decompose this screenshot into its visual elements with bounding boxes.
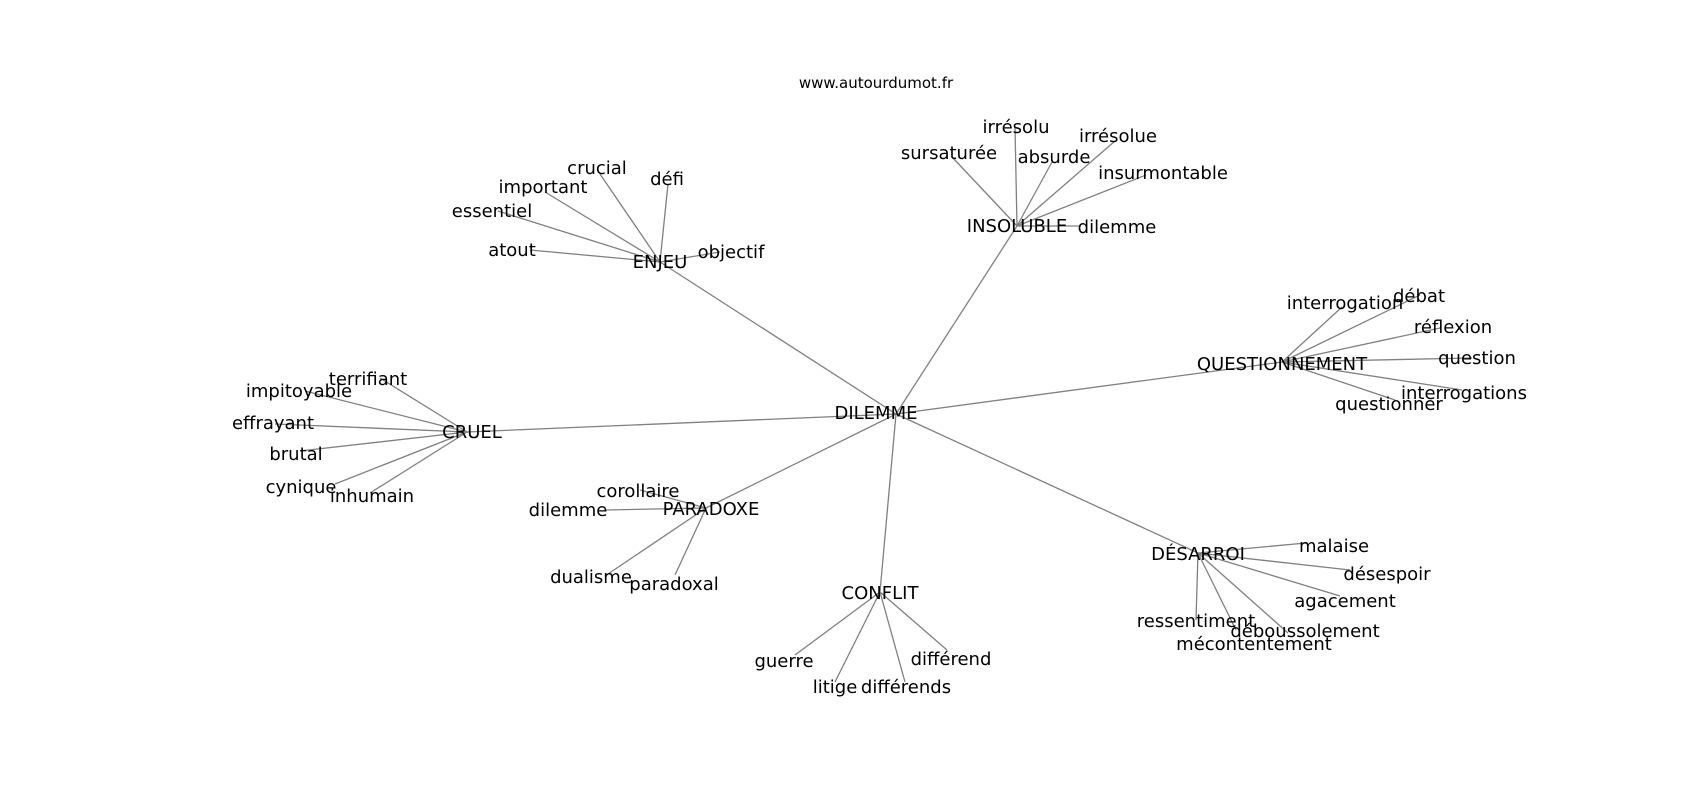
edge-insoluble-absurde <box>1016 161 1053 227</box>
edge-conflit-differends <box>879 591 906 683</box>
source-credit: www.autourdumot.fr <box>799 74 954 92</box>
graph-edges <box>274 126 1473 683</box>
leaf-node-dilemme: dilemme <box>1078 217 1157 238</box>
leaf-node-paradoxal: paradoxal <box>629 574 718 595</box>
edge-cruel-effrayant <box>274 423 468 433</box>
edge-root-enjeu <box>659 261 897 415</box>
edge-questionnement-interrogation <box>1281 306 1343 363</box>
edge-cruel-terrifiant <box>379 377 468 433</box>
hub-node-conflit: CONFLIT <box>842 583 920 604</box>
leaf-node-atout: atout <box>488 240 536 261</box>
leaf-node-guerre: guerre <box>754 651 813 672</box>
leaf-node-terrifiant: terrifiant <box>329 369 407 390</box>
graph-labels: crucial défi important essentiel atout object… <box>232 117 1527 698</box>
hub-node-questionnement: QUESTIONNEMENT <box>1197 354 1368 375</box>
edge-conflit-litige <box>834 591 881 683</box>
hub-node-cruel: CRUEL <box>442 422 502 443</box>
edge-paradoxe-paradoxal <box>674 507 707 576</box>
edge-enjeu-objectif <box>659 251 721 263</box>
edge-root-cruel <box>466 413 897 433</box>
edge-paradoxe-dualisme <box>604 507 707 577</box>
leaf-node-agacement: agacement <box>1294 591 1396 612</box>
edge-desarroi-malaise <box>1197 542 1307 554</box>
edge-enjeu-crucial <box>599 173 661 263</box>
leaf-node-questionner: questionner <box>1335 394 1443 415</box>
hub-node-desarroi: DÉSARROI <box>1151 543 1245 565</box>
leaf-node-desespoir: désespoir <box>1343 564 1431 585</box>
leaf-node-cynique: cynique <box>266 477 337 498</box>
leaf-node-deboussolement: déboussolement <box>1230 621 1379 642</box>
edge-conflit-guerre <box>794 591 881 656</box>
root-node-dilemme: DILEMME <box>834 403 917 424</box>
edge-questionnement-questionner <box>1281 361 1396 401</box>
edge-enjeu-important <box>544 191 661 263</box>
leaf-node-irresolu: irrésolu <box>983 117 1050 138</box>
edge-enjeu-essentiel <box>497 210 661 263</box>
leaf-node-debat: débat <box>1393 286 1445 307</box>
leaf-node-defi: défi <box>650 169 684 190</box>
leaf-node-malaise: malaise <box>1299 536 1369 557</box>
edge-root-insoluble <box>895 225 1018 415</box>
leaf-node-reflexion: réflexion <box>1414 317 1492 338</box>
hub-node-insoluble: INSOLUBLE <box>967 216 1067 237</box>
leaf-node-dualisme: dualisme <box>550 567 632 588</box>
leaf-node-irresolue: irrésolue <box>1079 126 1157 147</box>
edge-cruel-inhumain <box>369 431 468 494</box>
edge-desarroi-desespoir <box>1197 552 1351 571</box>
edge-questionnement-debat <box>1281 294 1421 363</box>
leaf-node-ressentiment: ressentiment <box>1137 611 1255 632</box>
hub-node-paradoxe: PARADOXE <box>663 499 760 520</box>
hub-node-enjeu: ENJEU <box>633 252 688 273</box>
leaf-node-important: important <box>499 177 588 198</box>
edge-paradoxe-corollaire <box>639 489 707 509</box>
leaf-node-insurmontable: insurmontable <box>1098 163 1228 184</box>
leaf-node-essentiel: essentiel <box>452 201 532 222</box>
edge-enjeu-atout <box>529 249 661 263</box>
edge-insoluble-insurmontable <box>1016 174 1147 227</box>
edge-desarroi-ressentiment <box>1195 552 1199 621</box>
leaf-node-interrogations: interrogations <box>1401 383 1527 404</box>
edge-cruel-brutal <box>299 431 468 452</box>
leaf-node-interrogation: interrogation <box>1287 293 1404 314</box>
leaf-node-dilemme: dilemme <box>529 500 608 521</box>
edge-cruel-cynique <box>334 431 468 485</box>
leaf-node-corollaire: corollaire <box>596 481 679 502</box>
leaf-node-sursaturee: sursaturée <box>901 143 997 164</box>
edge-insoluble-irresolue <box>1016 140 1116 227</box>
edge-conflit-differend <box>879 591 948 651</box>
edge-desarroi-agacement <box>1197 552 1341 597</box>
edge-desarroi-deboussolement <box>1197 552 1289 634</box>
edge-root-paradoxe <box>705 413 897 509</box>
edge-cruel-impitoyable <box>304 390 468 433</box>
edge-questionnement-reflexion <box>1281 327 1441 363</box>
edge-root-conflit <box>879 413 897 593</box>
edge-desarroi-mecontentement <box>1197 552 1237 631</box>
leaf-node-differend: différend <box>911 649 992 670</box>
leaf-node-mecontentement: mécontentement <box>1176 634 1332 655</box>
edge-paradoxe-dilemme <box>604 507 707 511</box>
leaf-node-crucial: crucial <box>567 158 627 179</box>
edge-root-questionnement <box>895 361 1283 415</box>
edge-enjeu-defi <box>659 183 669 263</box>
leaf-node-differends: différends <box>861 677 951 698</box>
leaf-node-litige: litige <box>813 677 858 698</box>
edge-questionnement-question <box>1281 357 1473 363</box>
edge-root-desarroi <box>895 413 1199 554</box>
leaf-node-brutal: brutal <box>269 444 322 465</box>
edge-insoluble-sursaturee <box>952 157 1018 227</box>
edge-questionnement-interrogations <box>1281 361 1463 391</box>
leaf-node-inhumain: inhumain <box>330 486 414 507</box>
leaf-node-impitoyable: impitoyable <box>246 381 352 402</box>
leaf-node-effrayant: effrayant <box>232 413 314 434</box>
leaf-node-objectif: objectif <box>698 242 765 263</box>
edge-insoluble-irresolu <box>1014 126 1018 227</box>
leaf-node-question: question <box>1438 348 1516 369</box>
leaf-node-absurde: absurde <box>1018 147 1091 168</box>
